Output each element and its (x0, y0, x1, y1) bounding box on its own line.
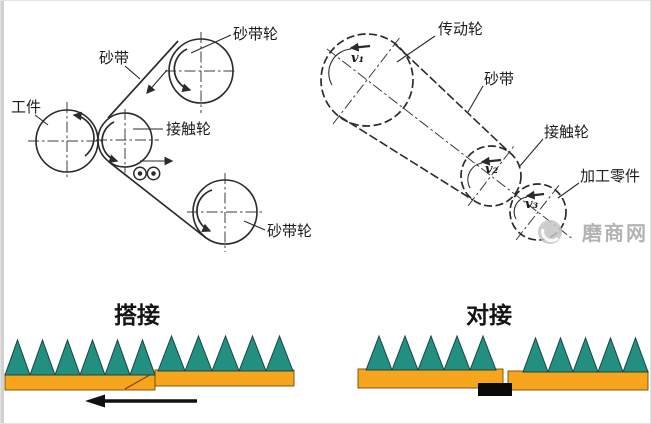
belt-leader-line (124, 65, 141, 80)
support-roller-icon (146, 166, 161, 181)
top-wheel-leader-line (190, 34, 232, 54)
grain-triangle (547, 336, 574, 373)
contact-wheel (460, 145, 522, 207)
common-centerline (326, 48, 575, 241)
grain-triangle (597, 336, 624, 373)
lap-joint-section: 搭接 (4, 302, 295, 408)
roller-center-dot (137, 171, 143, 176)
bottom-wheel-leader-line (243, 220, 266, 231)
v2-speed-arrow (480, 156, 502, 166)
grain-triangle (238, 334, 267, 372)
top-belt-wheel (168, 38, 234, 104)
workpiece-cross-axis (515, 183, 561, 241)
drive-wheel (320, 33, 414, 127)
roller-center-dot (151, 171, 156, 176)
support-roller-icon (133, 166, 147, 181)
contact-wheel-label: 接触轮 (166, 121, 211, 138)
bottom-belt-wheel-axes (187, 173, 264, 252)
left-diagram-labels: 工件 砂带 砂带轮 接触轮 砂带轮 (11, 26, 312, 240)
grain-triangle (157, 334, 186, 372)
belt-upper-run (107, 40, 179, 119)
contact-wheel (97, 112, 153, 168)
v2-label: v₂ (485, 162, 499, 177)
grain-triangle (522, 336, 549, 373)
v1-speed-arrow (349, 42, 371, 52)
grain-triangle (365, 334, 393, 371)
belt-lower-run (108, 161, 207, 239)
butt-joint-section: 对接 (357, 302, 649, 396)
contact-wheel-leader-line (519, 138, 544, 167)
belt-backing-right (507, 370, 649, 391)
v2-rotation-arc (467, 162, 483, 189)
lap-belt-backing (4, 369, 295, 391)
machined-part-wheel (509, 183, 567, 241)
belt-label: 砂带 (99, 50, 129, 67)
watermark-logo-swoosh (541, 228, 560, 243)
grain-triangle (129, 338, 156, 376)
machined-part-label: 加工零件 (580, 168, 640, 185)
drive-wheel-label: 传动轮 (438, 21, 483, 38)
v3-label: v₃ (525, 197, 539, 212)
right-diagram-labels: 传动轮 砂带 接触轮 加工零件 v₁ v₂ v₃ (351, 21, 640, 212)
butt-joint-backing-patch (478, 383, 512, 396)
grain-triangle (622, 336, 649, 373)
belt-motion-arrow-head (85, 394, 105, 408)
top-belt-wheel-axes (165, 32, 237, 113)
belt-direction-arrow (146, 69, 168, 95)
grain-triangle (469, 334, 497, 371)
grain-triangle (265, 334, 294, 372)
contact-wheel-rotation-arrow (101, 121, 119, 164)
contact-wheel-axes (96, 109, 159, 173)
scan-edge-artifact (1, 1, 4, 423)
right-machine-diagram (320, 33, 580, 241)
grain-triangle (184, 334, 213, 372)
belt-upper-run (394, 43, 510, 153)
contact-wheel-label: 接触轮 (544, 124, 589, 141)
lap-grain-rows (4, 334, 294, 376)
workpiece-label: 工件 (11, 99, 41, 116)
lap-joint-title: 搭接 (114, 302, 160, 328)
contact-wheel-cross-axis (467, 145, 515, 207)
grain-triangle (417, 334, 445, 371)
belt-backing-right (154, 369, 295, 387)
grain-triangle (104, 338, 131, 376)
grain-triangle (79, 338, 106, 376)
workpiece-leader-line (34, 114, 49, 126)
bottom-belt-wheel (192, 179, 258, 245)
belt-label: 砂带 (484, 71, 514, 88)
v3-speed-arrow (525, 190, 545, 200)
grain-triangle (572, 336, 599, 373)
top-wheel-rotation-arrow (173, 48, 192, 93)
grain-triangle (54, 338, 81, 376)
butt-joint-title: 对接 (466, 302, 512, 328)
v3-rotation-arc (513, 196, 528, 220)
watermark: 磨商网 (538, 220, 648, 245)
drive-wheel-cross-axis (332, 35, 402, 125)
butt-belt-backing (357, 368, 649, 391)
machined-part-leader-line (557, 182, 580, 199)
grain-triangle (391, 334, 419, 371)
butt-grain-rows (365, 334, 649, 373)
bottom-wheel-rotation-arrow (196, 189, 213, 233)
belt-backing-left (4, 373, 156, 391)
left-machine-diagram (28, 32, 266, 252)
belt-lower-run (338, 115, 474, 201)
top-belt-wheel-label: 砂带轮 (233, 26, 278, 43)
grain-triangle (29, 338, 56, 376)
v1-rotation-arc (328, 48, 352, 86)
grain-triangle (211, 334, 240, 372)
v1-label: v₁ (351, 51, 364, 66)
watermark-text: 磨商网 (582, 221, 648, 245)
bottom-belt-wheel-label: 砂带轮 (267, 223, 312, 240)
grain-triangle (443, 334, 471, 371)
belt-leader-line (467, 85, 484, 113)
grain-triangle (4, 338, 31, 376)
drive-wheel-leader-line (396, 35, 436, 63)
workpiece-rotation-arrow (72, 111, 95, 157)
